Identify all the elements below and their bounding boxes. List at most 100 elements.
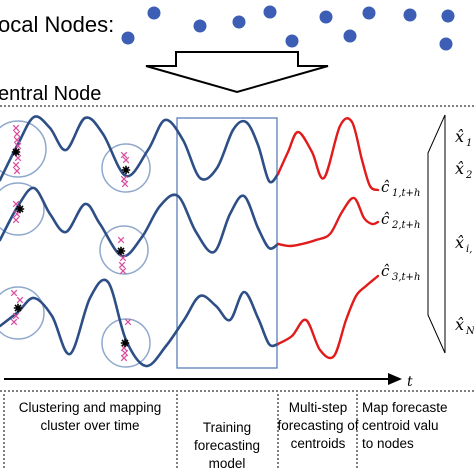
cross-marker [12, 216, 20, 224]
cross-marker [121, 180, 129, 188]
asterisk-marker [121, 165, 131, 175]
stage-mapping-line-2: centroid valu [362, 418, 439, 433]
stage-clustering-line-1: Clustering and mapping [19, 400, 162, 415]
stage-mapping-line-1: Map forecaste [362, 400, 448, 415]
cross-marker [13, 130, 21, 138]
central-node-label: entral Node [0, 83, 101, 105]
local-node-dot [439, 37, 453, 51]
series-label-2-sub: 2,t+h [391, 220, 420, 231]
local-node-dot [441, 9, 455, 23]
centroid-time-series [0, 115, 280, 368]
cross-marker [119, 254, 127, 262]
series-label-3-sub: 3,t+h [392, 272, 420, 283]
local-node-dot [193, 19, 207, 33]
local-node-dot [403, 8, 417, 22]
stage-multistep-line-2: forecasting of [277, 418, 358, 433]
cross-marker [120, 151, 128, 159]
time-axis-arrowhead [388, 373, 402, 385]
cross-marker [13, 167, 21, 175]
cluster-circle [101, 143, 151, 193]
forecast-curves [276, 117, 380, 360]
cross-marker [120, 344, 128, 352]
cross-marker [119, 267, 127, 275]
local-node-dot [362, 6, 376, 20]
series-label-1: ĉ 1,t+h [381, 178, 420, 199]
stage-mapping-line-3: to nodes [362, 436, 414, 451]
centroid-wave [0, 278, 280, 368]
output-label-2-main: x̂ [455, 159, 464, 178]
cluster-markers [10, 124, 132, 362]
output-label-1-main: x̂ [455, 127, 464, 146]
cross-marker [121, 349, 129, 357]
series-label-3-main: ĉ [381, 262, 390, 280]
forecast-curve [276, 196, 380, 248]
stage-training: Training forecasting model [194, 420, 260, 471]
forecast-curve [276, 117, 380, 192]
cross-marker [124, 318, 132, 326]
cluster-circle [0, 286, 45, 340]
cross-marker [120, 354, 128, 362]
cross-marker [12, 312, 20, 320]
stage-mapping: Map forecaste centroid valu to nodes [362, 400, 448, 451]
local-node-dot [263, 5, 277, 19]
cluster-circle [0, 120, 47, 178]
forecast-curve [276, 274, 380, 360]
stage-clustering-line-2: cluster over time [40, 418, 139, 433]
output-label-1-sub: 1 [466, 138, 472, 149]
stage-multistep-line-1: Multi-step [289, 400, 348, 415]
aggregation-arrow [145, 51, 329, 94]
mapping-trapezoid [427, 114, 446, 354]
output-label-1: x̂ 1 [455, 127, 472, 149]
stage-training-line-2: forecasting [194, 438, 260, 453]
local-node-dot [232, 15, 246, 29]
cluster-circle [101, 318, 151, 368]
asterisk-marker [116, 246, 126, 256]
cross-marker [10, 318, 18, 326]
local-node-dot [147, 6, 161, 20]
cross-marker [118, 261, 126, 269]
asterisk-marker [13, 303, 23, 313]
centroid-wave [0, 186, 280, 258]
centroid-wave [0, 115, 280, 184]
time-axis-label: t [407, 374, 413, 390]
local-node-dots [121, 5, 455, 51]
asterisk-marker [120, 338, 130, 348]
asterisk-marker [11, 147, 21, 157]
series-label-2-main: ĉ [381, 210, 390, 228]
local-node-dot [343, 29, 357, 43]
series-label-2: ĉ 2,t+h [381, 210, 420, 231]
output-label-2: x̂ 2 [455, 159, 472, 181]
stage-training-line-3: model [209, 456, 246, 471]
series-label-3: ĉ 3,t+h [381, 262, 420, 283]
cross-marker [122, 156, 130, 164]
output-label-n-main: x̂ [455, 315, 464, 334]
output-label-i: x̂ i, [455, 233, 472, 255]
local-node-dot [121, 31, 135, 45]
output-label-n: x̂ N [455, 315, 474, 337]
stage-clustering: Clustering and mapping cluster over time [19, 400, 162, 433]
local-nodes-label: ocal Nodes: [0, 12, 114, 37]
stage-separators [3, 394, 358, 470]
stage-training-line-1: Training [203, 420, 251, 435]
cross-marker [10, 289, 18, 297]
cross-marker [16, 296, 24, 304]
cluster-circle [99, 225, 149, 275]
cluster-circle [0, 182, 45, 236]
cross-marker [13, 136, 21, 144]
asterisk-marker [15, 204, 25, 214]
cross-marker [117, 236, 125, 244]
series-label-1-main: ĉ [381, 178, 390, 196]
output-label-2-sub: 2 [465, 170, 472, 181]
cross-marker [12, 124, 20, 132]
cross-marker [13, 210, 21, 218]
cluster-circles [0, 120, 151, 368]
local-node-dot [319, 10, 333, 24]
cross-marker [12, 161, 20, 169]
series-label-1-sub: 1,t+h [392, 188, 420, 199]
cross-marker [120, 175, 128, 183]
training-window-box [176, 117, 278, 369]
output-label-i-main: x̂ [455, 233, 464, 252]
stage-multistep: Multi-step forecasting of centroids [277, 400, 358, 451]
output-label-n-sub: N [465, 326, 474, 337]
